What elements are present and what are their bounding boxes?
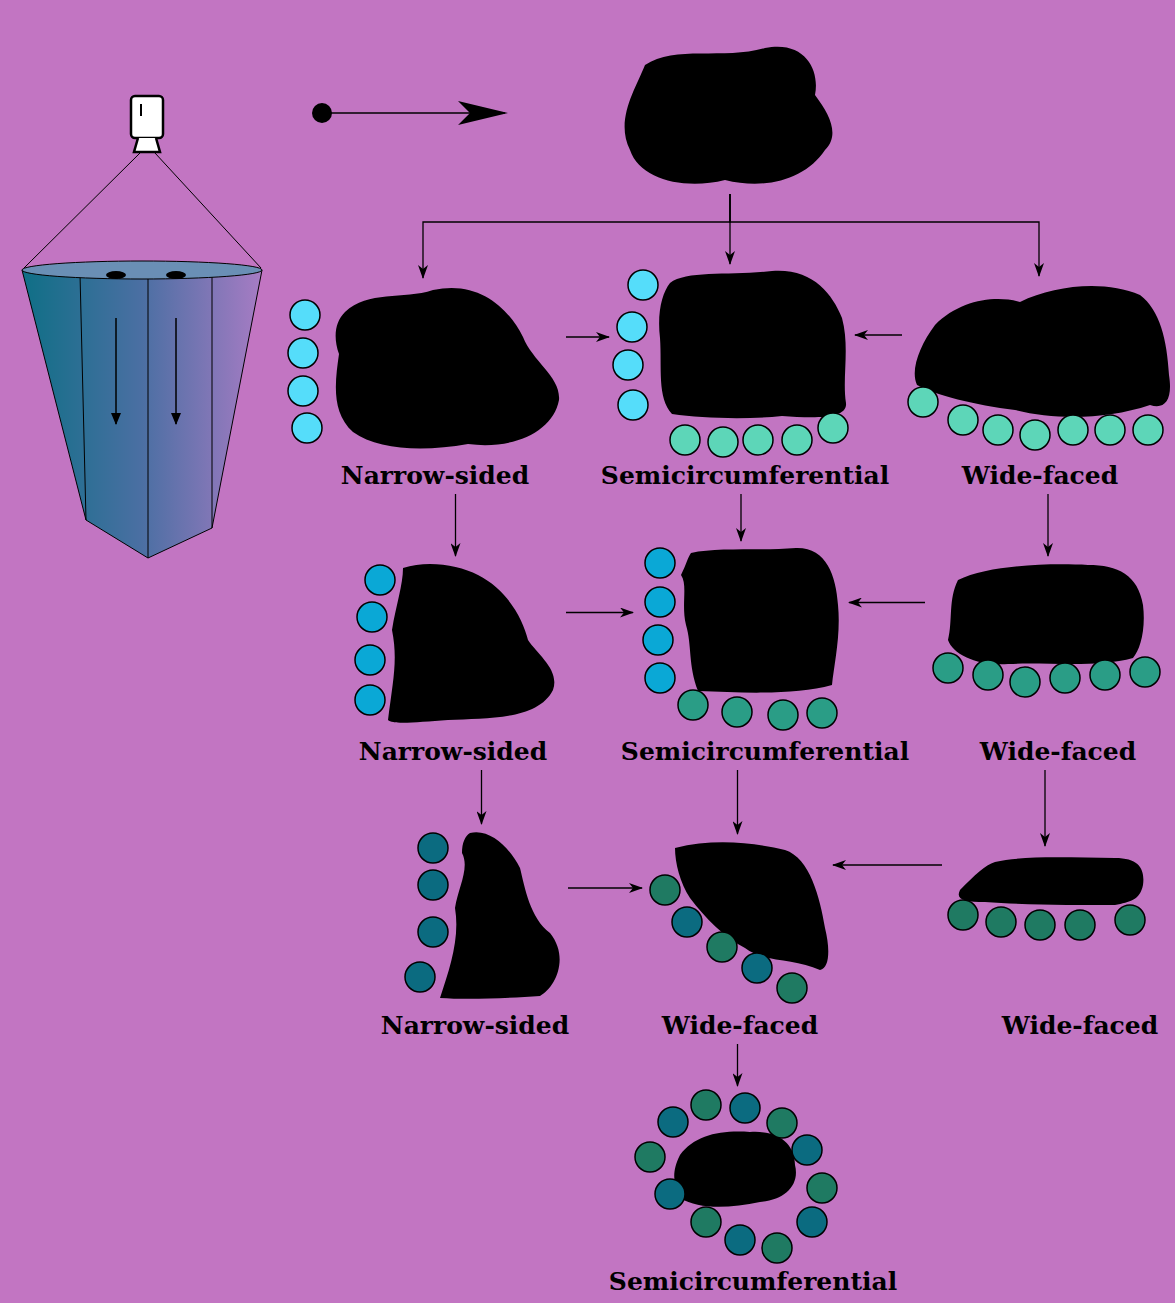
- camera-body: [131, 96, 163, 138]
- shape-label: Narrow-sided: [381, 1012, 569, 1040]
- flow-arrow: [566, 336, 609, 337]
- flow-arrow: [481, 770, 482, 824]
- cone: [22, 270, 262, 558]
- sample-shape: Semicircumferential: [630, 1090, 845, 1265]
- shape-label: Wide-faced: [962, 462, 1118, 490]
- shape-label: Narrow-sided: [359, 738, 547, 766]
- blob-outline: [636, 545, 846, 730]
- flow-arrow: [1044, 770, 1045, 846]
- sample-shape: [615, 40, 845, 190]
- blob-outline: [928, 560, 1168, 705]
- sample-shape: Narrow-sided: [283, 282, 563, 452]
- sample-shape: Wide-faced: [945, 850, 1145, 940]
- blob-outline: [945, 850, 1145, 940]
- blob-outline: [905, 280, 1173, 450]
- blob-outline: [612, 268, 852, 463]
- blob-outline: [630, 1090, 845, 1265]
- sample-shape: Narrow-sided: [400, 828, 565, 998]
- flow-arrow: [737, 1044, 738, 1086]
- sample-shape: Wide-faced: [928, 560, 1168, 705]
- sample-shape: Narrow-sided: [348, 560, 563, 725]
- flow-arrow: [1047, 494, 1048, 556]
- blob-outline: [348, 560, 563, 725]
- flow-arrow: [855, 334, 902, 335]
- flow-arrow: [730, 194, 1039, 276]
- shape-label: Semicircumferential: [601, 462, 889, 490]
- blob-outline: [400, 828, 565, 998]
- shape-label: Wide-faced: [1002, 1012, 1158, 1040]
- sample-shape: Semicircumferential: [636, 545, 846, 730]
- sample-shape: Wide-faced: [645, 838, 830, 1008]
- sample-shape: Semicircumferential: [612, 268, 852, 463]
- shape-label: Wide-faced: [662, 1012, 818, 1040]
- flow-arrow: [566, 612, 633, 613]
- flow-arrow: [849, 602, 925, 603]
- flow-arrow: [568, 887, 642, 888]
- flow-arrow: [740, 494, 741, 541]
- blob-outline: [615, 40, 845, 190]
- shape-label: Narrow-sided: [341, 462, 529, 490]
- blob-outline: [645, 838, 830, 1008]
- flow-arrow: [737, 770, 738, 834]
- flow-arrow: [455, 494, 456, 556]
- shape-label: Semicircumferential: [621, 738, 909, 766]
- flow-arrow: [423, 194, 730, 278]
- blob-outline: [283, 282, 563, 452]
- flow-arrow: [833, 864, 942, 865]
- shape-label: Wide-faced: [980, 738, 1136, 766]
- sample-shape: Wide-faced: [905, 280, 1173, 450]
- shape-label: Semicircumferential: [609, 1268, 897, 1296]
